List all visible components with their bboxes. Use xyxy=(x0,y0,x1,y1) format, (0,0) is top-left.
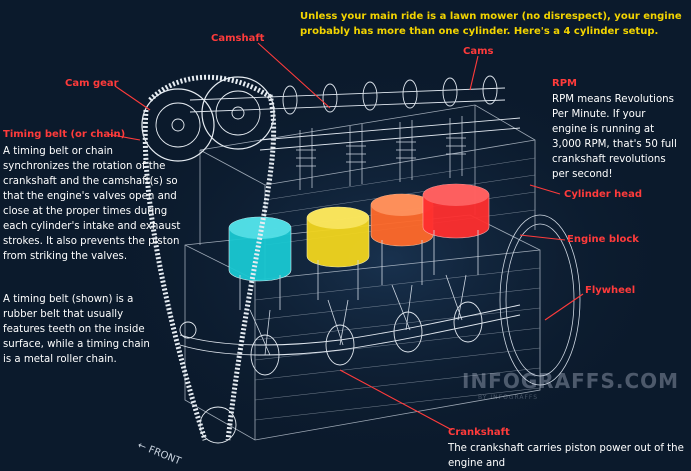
timing-belt-description: A timing belt or chain synchronizes the … xyxy=(3,146,181,262)
label-cams: Cams xyxy=(463,46,494,57)
timing-belt-wireframe xyxy=(141,74,277,444)
label-engine-block: Engine block xyxy=(567,234,639,245)
label-timing-belt: Timing belt (or chain) xyxy=(3,129,126,140)
crankshaft-description: The crankshaft carries piston power out … xyxy=(448,443,684,469)
watermark-subtitle: BY INFOGRAFFS xyxy=(478,394,539,401)
label-camshaft: Camshaft xyxy=(211,33,265,44)
intro-text: Unless your main ride is a lawn mower (n… xyxy=(300,11,682,37)
camshaft-wireframe xyxy=(189,75,521,151)
label-flywheel: Flywheel xyxy=(585,285,636,296)
leader-lines xyxy=(106,42,584,431)
watermark: INFOGRAFFS.COM xyxy=(462,369,680,393)
rpm-description: RPM means Revolutions Per Minute. If you… xyxy=(552,94,677,180)
timing-belt-note: A timing belt (shown) is a rubber belt t… xyxy=(3,294,150,365)
connecting-rods xyxy=(239,230,479,356)
label-rpm: RPM xyxy=(552,78,577,89)
pistons xyxy=(228,183,490,282)
label-crankshaft: Crankshaft xyxy=(448,427,510,438)
crankshaft-wireframe xyxy=(179,301,521,376)
valves-wireframe xyxy=(296,116,466,190)
label-cylinder-head: Cylinder head xyxy=(564,189,642,200)
label-cam-gear: Cam gear xyxy=(65,78,119,89)
